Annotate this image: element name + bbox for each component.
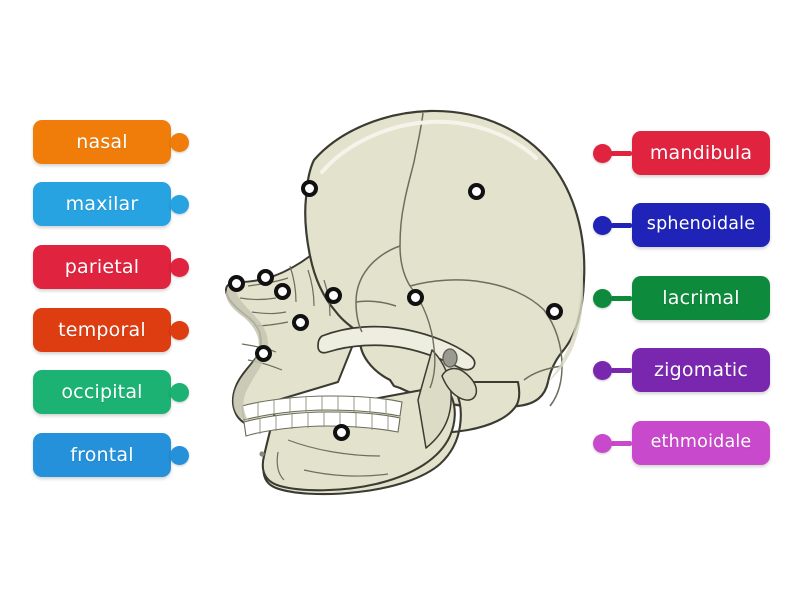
skull-hotspot-marker[interactable] [227,274,245,292]
connector-knob-temporal[interactable] [169,320,189,340]
label-chip-text: mandibula [649,141,753,164]
label-chip-text: temporal [58,318,146,341]
auditory-meatus [442,348,458,368]
cranium-highlight [320,119,538,174]
upper-teeth [241,395,403,421]
connector-knob-mandibula[interactable] [592,143,612,163]
label-chip-text: ethmoidale [650,432,752,453]
mastoid-process [441,367,478,401]
label-chip-temporal[interactable]: temporal [33,308,171,352]
skull-hotspot-marker[interactable] [256,268,274,286]
connector-knob-occipital[interactable] [169,382,189,402]
occipital-shading [548,256,584,382]
label-chip-sphenoidale[interactable]: sphenoidale [632,203,770,247]
label-chip-occipital[interactable]: occipital [33,370,171,414]
label-chip-parietal[interactable]: parietal [33,245,171,289]
label-chip-zigomatic[interactable]: zigomatic [632,348,770,392]
label-chip-maxilar[interactable]: maxilar [33,182,171,226]
connector-knob-ethmoidale[interactable] [592,433,612,453]
label-chip-text: parietal [64,255,140,278]
connector-knob-sphenoidale[interactable] [592,215,612,235]
label-chip-text: maxilar [65,192,139,215]
label-chip-text: frontal [70,443,134,466]
zygomatic-arch [317,325,476,371]
connector-knob-zigomatic[interactable] [592,360,612,380]
skull-hotspot-marker[interactable] [332,423,350,441]
skull-illustration [218,100,598,500]
connector-stem-zigomatic [611,367,632,373]
skull-hotspot-marker[interactable] [545,302,563,320]
label-chip-nasal[interactable]: nasal [33,120,171,164]
lower-teeth [243,411,401,437]
connector-stem-ethmoidale [611,440,632,446]
skull-hotspot-marker[interactable] [324,286,342,304]
skull-hotspot-marker[interactable] [300,179,318,197]
cranial-sutures [355,112,563,407]
label-chip-ethmoidale[interactable]: ethmoidale [632,421,770,465]
label-chip-text: zigomatic [653,358,749,381]
connector-stem-mandibula [611,150,632,156]
connector-knob-parietal[interactable] [169,257,189,277]
label-chip-text: sphenoidale [646,214,756,235]
mandible-detail-lines [276,439,389,481]
connector-stem-sphenoidale [611,222,632,228]
connector-knob-frontal[interactable] [169,445,189,465]
skull-hotspot-marker[interactable] [273,282,291,300]
connector-knob-maxilar[interactable] [169,194,189,214]
label-chip-text: nasal [76,130,128,153]
connector-knob-nasal[interactable] [169,132,189,152]
mental-foramen [259,451,265,457]
label-chip-text: lacrimal [662,286,740,309]
skull-hotspot-marker[interactable] [467,182,485,200]
skull-hotspot-marker[interactable] [254,344,272,362]
skull-group [225,109,586,496]
label-chip-text: occipital [61,380,143,403]
skull-hotspot-marker[interactable] [406,288,424,306]
label-chip-lacrimal[interactable]: lacrimal [632,276,770,320]
connector-stem-lacrimal [611,295,632,301]
connector-knob-lacrimal[interactable] [592,288,612,308]
skull-hotspot-marker[interactable] [291,313,309,331]
label-chip-mandibula[interactable]: mandibula [632,131,770,175]
label-chip-frontal[interactable]: frontal [33,433,171,477]
